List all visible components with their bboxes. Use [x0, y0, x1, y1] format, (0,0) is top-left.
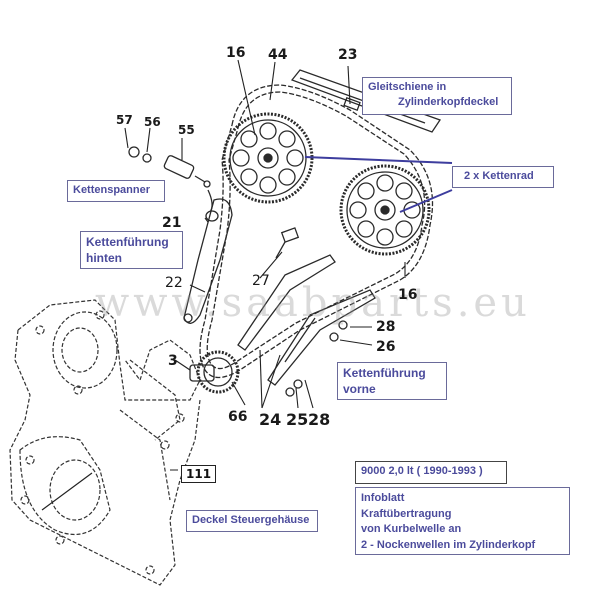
label-info-line3: von Kurbelwelle an	[361, 523, 462, 535]
label-kettenfuehrung-vorne-line2: vorne	[343, 382, 376, 396]
part-number-66: 66	[228, 409, 248, 425]
chain-tensioner	[128, 146, 219, 222]
part-number-16-right: 16	[398, 287, 418, 303]
part-number-21: 21	[162, 215, 182, 231]
label-gleitschiene: Gleitschiene in Zylinderkopfdeckel	[362, 77, 512, 115]
part-number-111: 111	[181, 465, 217, 483]
label-kettenfuehrung-hinten-line2: hinten	[86, 251, 122, 265]
part-number-25: 25	[286, 410, 309, 429]
rear-chain-guide	[183, 198, 233, 324]
label-deckel-text: Deckel Steuergehäuse	[192, 514, 310, 526]
label-info-line1: Infoblatt	[361, 492, 405, 504]
part-number-23: 23	[338, 47, 358, 63]
label-deckel: Deckel Steuergehäuse	[186, 510, 318, 532]
timing-cover	[9, 299, 201, 586]
watermark: www.saabparts.eu	[95, 280, 531, 326]
label-kettenfuehrung-vorne-line1: Kettenführung	[343, 366, 426, 380]
part-number-27: 27	[252, 273, 270, 289]
label-kettenrad-text: 2 x Kettenrad	[464, 170, 534, 182]
label-gleitschiene-line1: Gleitschiene in	[368, 81, 447, 93]
part-number-56: 56	[144, 115, 161, 129]
crankshaft-sprocket	[189, 350, 240, 394]
label-model-text: 9000 2,0 lt ( 1990-1993 )	[361, 465, 483, 477]
part-number-57: 57	[116, 113, 133, 127]
bolt-27	[275, 227, 300, 259]
part-number-26: 26	[376, 339, 396, 355]
label-kettenspanner: Kettenspanner	[67, 180, 165, 202]
label-info: Infoblatt Kraftübertragung von Kurbelwel…	[355, 487, 570, 555]
camshaft-sprocket-right	[339, 164, 431, 256]
part-number-28-lower: 28	[308, 410, 331, 429]
camshaft-sprocket-left	[222, 112, 314, 204]
part-number-24: 24	[259, 410, 282, 429]
part-number-22: 22	[165, 275, 183, 291]
part-number-16-top: 16	[226, 45, 246, 61]
label-info-line2: Kraftübertragung	[361, 507, 452, 520]
label-kettenfuehrung-vorne: Kettenführung vorne	[337, 362, 447, 400]
label-kettenfuehrung-hinten-line1: Kettenführung	[86, 235, 169, 249]
leader-lines	[124, 59, 406, 409]
label-info-line4: 2 - Nockenwellen im Zylinderkopf	[361, 538, 536, 551]
front-chain-guide	[237, 254, 376, 386]
sprocket-pointer-lines	[304, 156, 453, 213]
label-kettenspanner-text: Kettenspanner	[73, 184, 151, 196]
label-model: 9000 2,0 lt ( 1990-1993 )	[355, 461, 507, 484]
bolts-front	[285, 320, 348, 397]
label-kettenrad: 2 x Kettenrad	[452, 166, 554, 188]
timing-chain	[199, 84, 434, 379]
part-number-44: 44	[268, 47, 288, 63]
label-gleitschiene-line2: Zylinderkopfdeckel	[398, 96, 499, 108]
part-number-3: 3	[168, 353, 178, 369]
part-number-28-upper: 28	[376, 319, 396, 335]
part-number-55: 55	[178, 123, 195, 137]
label-kettenfuehrung-hinten: Kettenführung hinten	[80, 231, 183, 269]
